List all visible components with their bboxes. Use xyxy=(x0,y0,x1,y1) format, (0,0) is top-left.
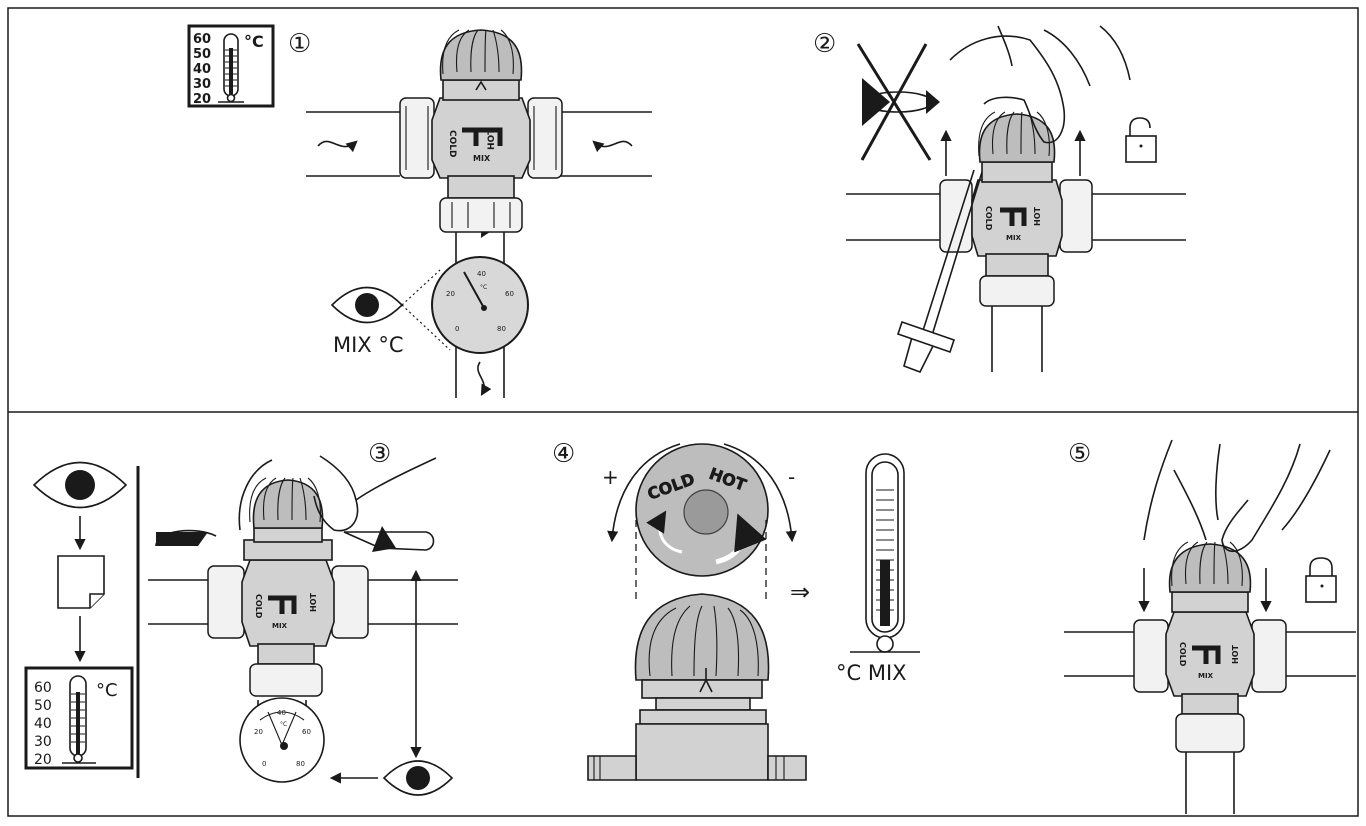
hand-illustration xyxy=(949,25,1131,144)
gauge-unit: °C xyxy=(280,721,287,728)
decrease-sign: - xyxy=(788,465,795,489)
step-3-gauge: 40 20 60 0 80 °C xyxy=(239,697,325,783)
gauge-tick-80: 80 xyxy=(497,325,506,333)
step-1-number: ① xyxy=(288,29,311,59)
rotate-ccw-arrow xyxy=(607,443,681,543)
scale-label-20: 20 xyxy=(193,92,211,107)
gauge-tick-20: 20 xyxy=(254,728,263,736)
gauge-tick-60: 60 xyxy=(302,728,311,736)
hot-inflow-arrow xyxy=(592,140,633,153)
knob-top-view: COLD HOT xyxy=(635,443,769,577)
step-2: ② COLD HOT xyxy=(813,25,1186,374)
step-2-pipes xyxy=(846,193,1186,241)
cold-inflow-arrow xyxy=(317,140,358,153)
gauge-tick-40: 40 xyxy=(277,709,286,717)
implies-arrow: ⇒ xyxy=(790,578,810,606)
scale-unit: °C xyxy=(244,32,264,51)
increase-sign: + xyxy=(602,465,619,489)
unlocked-padlock-icon xyxy=(1125,117,1157,163)
step-1-pipes xyxy=(306,111,652,177)
valve-mix-label: MIX xyxy=(1006,234,1022,242)
thermometer-icon xyxy=(218,33,244,103)
valve-hot-label: HOT xyxy=(1231,645,1240,664)
valve-hot-label: HOT xyxy=(309,593,318,612)
scale-label-40: 40 xyxy=(34,716,52,732)
valve-mix-label: MIX xyxy=(473,154,491,163)
step-1: ① 60 50 40 30 20 °C xyxy=(187,24,652,398)
projection-lines xyxy=(635,520,767,600)
step-3-scale-box: 60 50 40 30 20 °C xyxy=(24,666,134,770)
step-5-valve: COLD HOT MIX xyxy=(1133,541,1287,753)
hand-illustration xyxy=(238,455,437,532)
step-1-scale-box: 60 50 40 30 20 °C xyxy=(187,24,275,108)
step-3-valve: COLD HOT MIX xyxy=(207,477,369,697)
eye-icon xyxy=(330,286,404,324)
hand-illustration xyxy=(1143,439,1331,553)
eye-label-mix: MIX °C xyxy=(333,333,404,357)
valve-cold-label: COLD xyxy=(1178,642,1187,667)
document-icon xyxy=(57,555,105,609)
gauge-tick-80: 80 xyxy=(296,760,305,768)
scale-label-20: 20 xyxy=(34,752,52,768)
screwdriver-illustration xyxy=(896,169,983,374)
step-3-pipes xyxy=(148,579,458,625)
sight-lines xyxy=(401,269,451,351)
gauge-tick-40: 40 xyxy=(477,270,486,278)
gauge-unit: °C xyxy=(480,284,487,291)
step-2-number: ② xyxy=(813,29,836,59)
scale-label-50: 50 xyxy=(34,698,52,714)
no-rotation-icon xyxy=(856,43,940,161)
valve-hot-label: HOT xyxy=(487,128,497,150)
rotate-cw-arrow xyxy=(723,443,797,543)
scale-label-30: 30 xyxy=(34,734,52,750)
scale-label-40: 40 xyxy=(193,62,211,77)
valve-cold-label: COLD xyxy=(984,206,993,231)
valve-hot-label: HOT xyxy=(1033,207,1042,226)
gauge-needle xyxy=(463,271,485,309)
eye-icon xyxy=(382,760,454,796)
rotate-arrow-left xyxy=(156,532,208,546)
mix-outflow-arrow-lower xyxy=(477,361,492,396)
gauge-tick-0: 0 xyxy=(455,325,459,333)
step-4-number: ④ xyxy=(552,439,575,469)
scale-label-60: 60 xyxy=(193,32,211,47)
valve-cold-label: COLD xyxy=(254,594,263,619)
step-1-valve: COLD HOT MIX xyxy=(399,29,563,233)
gauge-tick-0: 0 xyxy=(262,760,266,768)
valve-cold-label: COLD xyxy=(447,130,457,157)
step-3-number: ③ xyxy=(368,439,391,469)
scale-label-30: 30 xyxy=(193,77,211,92)
step-4: ④ + - COLD HOT ⇒ xyxy=(552,439,920,781)
thermometer-icon xyxy=(850,453,920,653)
step-5: ⑤ COLD HOT MIX xyxy=(1064,439,1356,814)
scale-label-50: 50 xyxy=(193,47,211,62)
step-5-pipes xyxy=(1064,631,1356,677)
scale-label-60: 60 xyxy=(34,680,52,696)
valve-mix-label: MIX xyxy=(272,622,288,630)
thermometer-mix-label: °C MIX xyxy=(836,661,907,685)
step-1-gauge: 40 20 60 0 80 °C xyxy=(431,256,529,354)
step-3: ③ 60 50 40 30 20 °C xyxy=(24,439,458,796)
step-2-valve: COLD HOT MIX xyxy=(939,111,1093,307)
thermometer-icon xyxy=(62,675,96,764)
gauge-tick-20: 20 xyxy=(446,290,455,298)
knob-side-view xyxy=(587,593,807,781)
eye-icon xyxy=(32,461,128,509)
gauge-tick-60: 60 xyxy=(505,290,514,298)
locked-padlock-icon xyxy=(1305,557,1337,603)
step-5-number: ⑤ xyxy=(1068,439,1091,469)
scale-unit: °C xyxy=(96,680,118,701)
valve-mix-label: MIX xyxy=(1198,672,1214,680)
